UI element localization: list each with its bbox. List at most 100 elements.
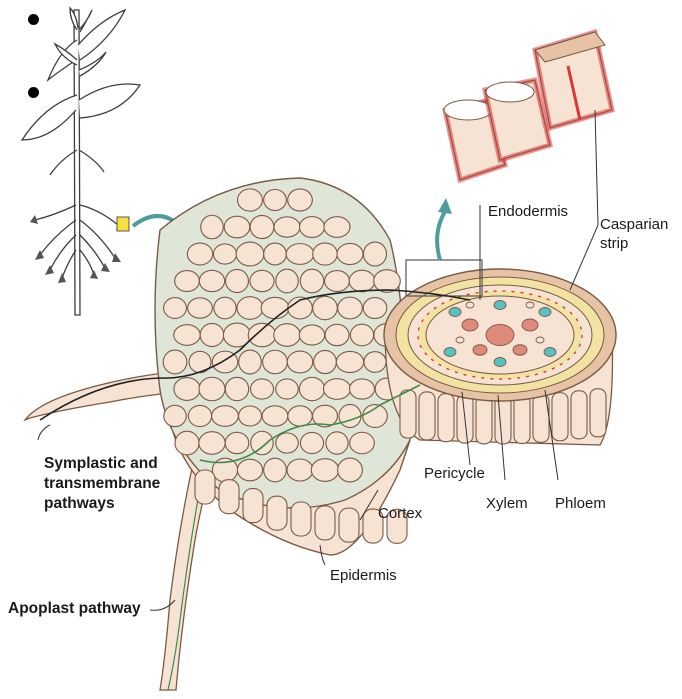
cortex-cell — [313, 296, 338, 319]
label-symplastic-line2: transmembrane — [44, 475, 160, 492]
cortex-cell — [364, 352, 386, 373]
label-symplastic-line1: Symplastic and — [44, 455, 158, 472]
cortex-cell — [236, 242, 264, 266]
cortex-cell — [225, 377, 248, 400]
cortex-cell — [288, 189, 313, 211]
bullet-dot — [28, 14, 39, 25]
cortex-cell — [263, 350, 288, 373]
epidermis-cell — [438, 394, 454, 442]
cortex-cell — [199, 377, 225, 400]
cortex-cell — [338, 297, 363, 319]
cortex-cell — [248, 323, 276, 346]
cortex-cell — [250, 270, 274, 291]
cortex-cell — [276, 269, 298, 293]
cortex-cell — [238, 189, 263, 211]
epidermis-cell — [571, 391, 587, 439]
stele-cell — [539, 308, 551, 317]
label-endodermis: Endodermis — [488, 203, 568, 220]
label-cortex: Cortex — [378, 505, 422, 522]
epidermis-cell — [267, 496, 287, 530]
stele-cell — [449, 308, 461, 317]
epidermis-cell — [590, 389, 606, 437]
cortex-cell — [323, 379, 350, 400]
epidermis-cell — [339, 508, 359, 542]
epidermis-cell — [419, 392, 435, 440]
cortex-cell — [163, 350, 187, 374]
cortex-cell — [338, 458, 363, 482]
stele-cell — [456, 337, 464, 343]
epidermis-cell — [195, 470, 215, 504]
cortex-cell — [350, 432, 375, 454]
label-casparian-line2: strip — [600, 235, 628, 252]
cortex-cell — [339, 404, 361, 427]
cortex-cell — [200, 323, 224, 346]
cortex-cell — [224, 216, 250, 238]
cortex-cell — [250, 215, 274, 238]
label-xylem: Xylem — [486, 495, 528, 512]
epidermis-cell — [219, 480, 239, 514]
bullet-dot — [28, 87, 39, 98]
cortex-cell — [363, 298, 387, 319]
epidermis-cell — [243, 489, 263, 523]
label-casparian-line1: Casparian — [600, 216, 668, 233]
cortex-cell — [350, 324, 373, 346]
cortex-cell — [174, 378, 200, 401]
zoom-arrow-right — [437, 210, 446, 260]
label-pericycle: Pericycle — [424, 465, 485, 482]
cortex-cell — [336, 351, 363, 372]
cortex-cell — [175, 431, 199, 455]
stele-cell — [494, 301, 506, 310]
cortex-cell — [276, 379, 298, 399]
cortex-cell — [337, 243, 363, 264]
cortex-cell — [187, 243, 212, 265]
epidermis-cell — [476, 396, 492, 444]
stele-cell — [462, 319, 478, 331]
stele-cell — [466, 302, 474, 308]
cortex-cell — [300, 217, 325, 238]
cortex-cell — [188, 405, 211, 426]
epidermis-cell — [291, 502, 311, 536]
cortex-cell — [374, 270, 401, 293]
cortex-cell — [174, 325, 200, 346]
epidermis-cell — [514, 395, 530, 443]
label-apoplast: Apoplast pathway — [8, 600, 141, 617]
epidermis-cell — [495, 396, 511, 444]
cortex-cell — [350, 379, 375, 399]
cortex-cell — [287, 459, 313, 481]
stele-cell — [526, 302, 534, 308]
cortex-cell — [274, 217, 300, 237]
cortex-cell — [264, 458, 287, 482]
cortex-cell — [274, 324, 300, 347]
cortex-cell — [251, 431, 273, 455]
cortex-cell — [287, 351, 313, 373]
endodermis-inset — [444, 32, 612, 180]
stele-cell — [536, 337, 544, 343]
cortex-cell — [311, 459, 338, 482]
cortex-cell — [225, 432, 249, 453]
cortex-cell — [199, 432, 225, 455]
cortex-cell — [188, 298, 213, 318]
stele-cell — [513, 345, 527, 356]
label-phloem: Phloem — [555, 495, 606, 512]
cortex-cell — [325, 271, 350, 292]
cortex-cell — [226, 269, 249, 292]
cortex-cell — [299, 325, 324, 345]
plant-illustration — [22, 8, 140, 315]
stele-cell — [544, 348, 556, 357]
cortex-cell — [264, 243, 287, 265]
cortex-cell — [300, 432, 323, 453]
cortex-cell — [214, 297, 236, 319]
cortex-cell — [262, 406, 288, 426]
stele-cell — [444, 348, 456, 357]
cortex-cell — [300, 269, 323, 293]
zoom-arrow-right-head — [438, 198, 452, 214]
cortex-cell — [250, 379, 273, 399]
stele-cell — [522, 319, 538, 331]
stele-cell — [486, 325, 514, 346]
cortex-cell — [164, 298, 187, 319]
stele-cell — [473, 345, 487, 356]
cortex-cell — [288, 406, 312, 426]
cortex-cell — [363, 242, 386, 266]
cortex-cell — [201, 215, 223, 239]
